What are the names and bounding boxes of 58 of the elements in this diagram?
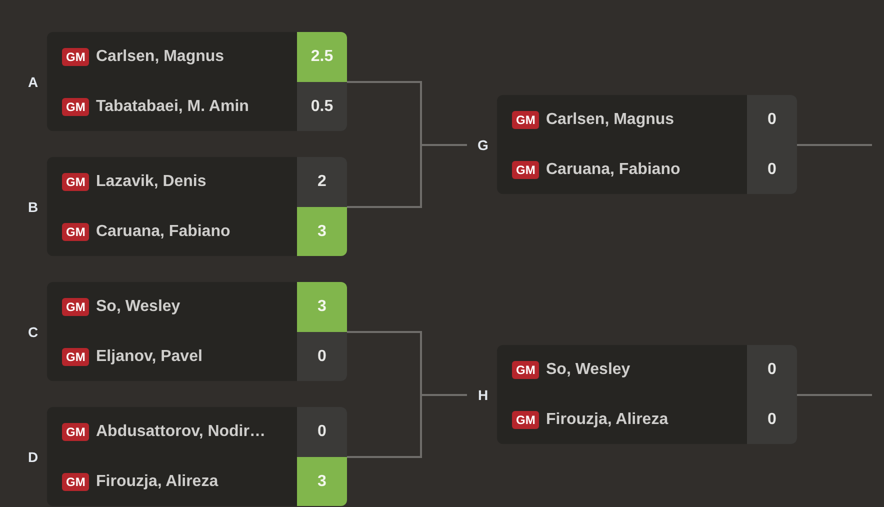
score-cell: 0.5 (297, 82, 347, 131)
score-cell: 0 (747, 395, 797, 444)
score-cell: 2.5 (297, 32, 347, 82)
title-badge: GM (512, 410, 540, 428)
player-row (47, 82, 347, 131)
player-row (497, 345, 797, 395)
score-cell: 0 (747, 145, 797, 194)
title-badge: GM (62, 472, 90, 490)
score-cell: 2 (297, 157, 347, 207)
player-row (47, 32, 347, 82)
player-row (497, 395, 797, 444)
player-row (47, 157, 347, 207)
player-name: Eljanov, Pavel (96, 346, 202, 366)
title-badge: GM (512, 111, 540, 129)
title-badge: GM (62, 222, 90, 240)
player-name: Firouzja, Alireza (96, 472, 218, 492)
score-cell: 0 (297, 332, 347, 381)
player-name: Caruana, Fabiano (546, 160, 680, 180)
title-badge: GM (62, 48, 90, 66)
player-row (47, 282, 347, 332)
player-name: Carlsen, Magnus (546, 110, 674, 130)
bracket-line (347, 394, 467, 458)
title-badge: GM (62, 348, 90, 366)
score-cell: 0 (747, 345, 797, 395)
match-label: B (26, 198, 40, 214)
title-badge: GM (62, 423, 90, 441)
score-cell: 0 (297, 407, 347, 457)
title-badge: GM (512, 160, 540, 178)
match-label: A (26, 74, 40, 90)
match-label: H (476, 386, 490, 402)
player-name: So, Wesley (96, 297, 180, 317)
player-row (47, 457, 347, 506)
player-row (47, 332, 347, 381)
match-label: C (26, 324, 40, 340)
score-cell: 3 (297, 282, 347, 332)
player-name: Tabatabaei, M. Amin (96, 96, 249, 116)
player-name: Firouzja, Alireza (546, 410, 668, 430)
player-name: Carlsen, Magnus (96, 47, 224, 67)
score-cell: 0 (747, 95, 797, 145)
player-row (47, 207, 347, 256)
player-name: Lazavik, Denis (96, 172, 206, 192)
title-badge: GM (62, 98, 90, 116)
match-label: D (26, 448, 40, 464)
connector-line (797, 144, 872, 146)
player-name: So, Wesley (546, 360, 630, 380)
player-name: Caruana, Fabiano (96, 222, 230, 242)
title-badge: GM (512, 361, 540, 379)
player-row (497, 95, 797, 145)
score-cell: 3 (297, 207, 347, 256)
player-row (47, 407, 347, 457)
title-badge: GM (62, 173, 90, 191)
score-cell: 3 (297, 457, 347, 506)
match-label: G (476, 136, 490, 152)
player-row (497, 145, 797, 194)
connector-line (797, 394, 872, 396)
player-name: Abdusattorov, Nodir… (96, 422, 266, 442)
bracket-line (347, 144, 467, 208)
title-badge: GM (62, 298, 90, 316)
